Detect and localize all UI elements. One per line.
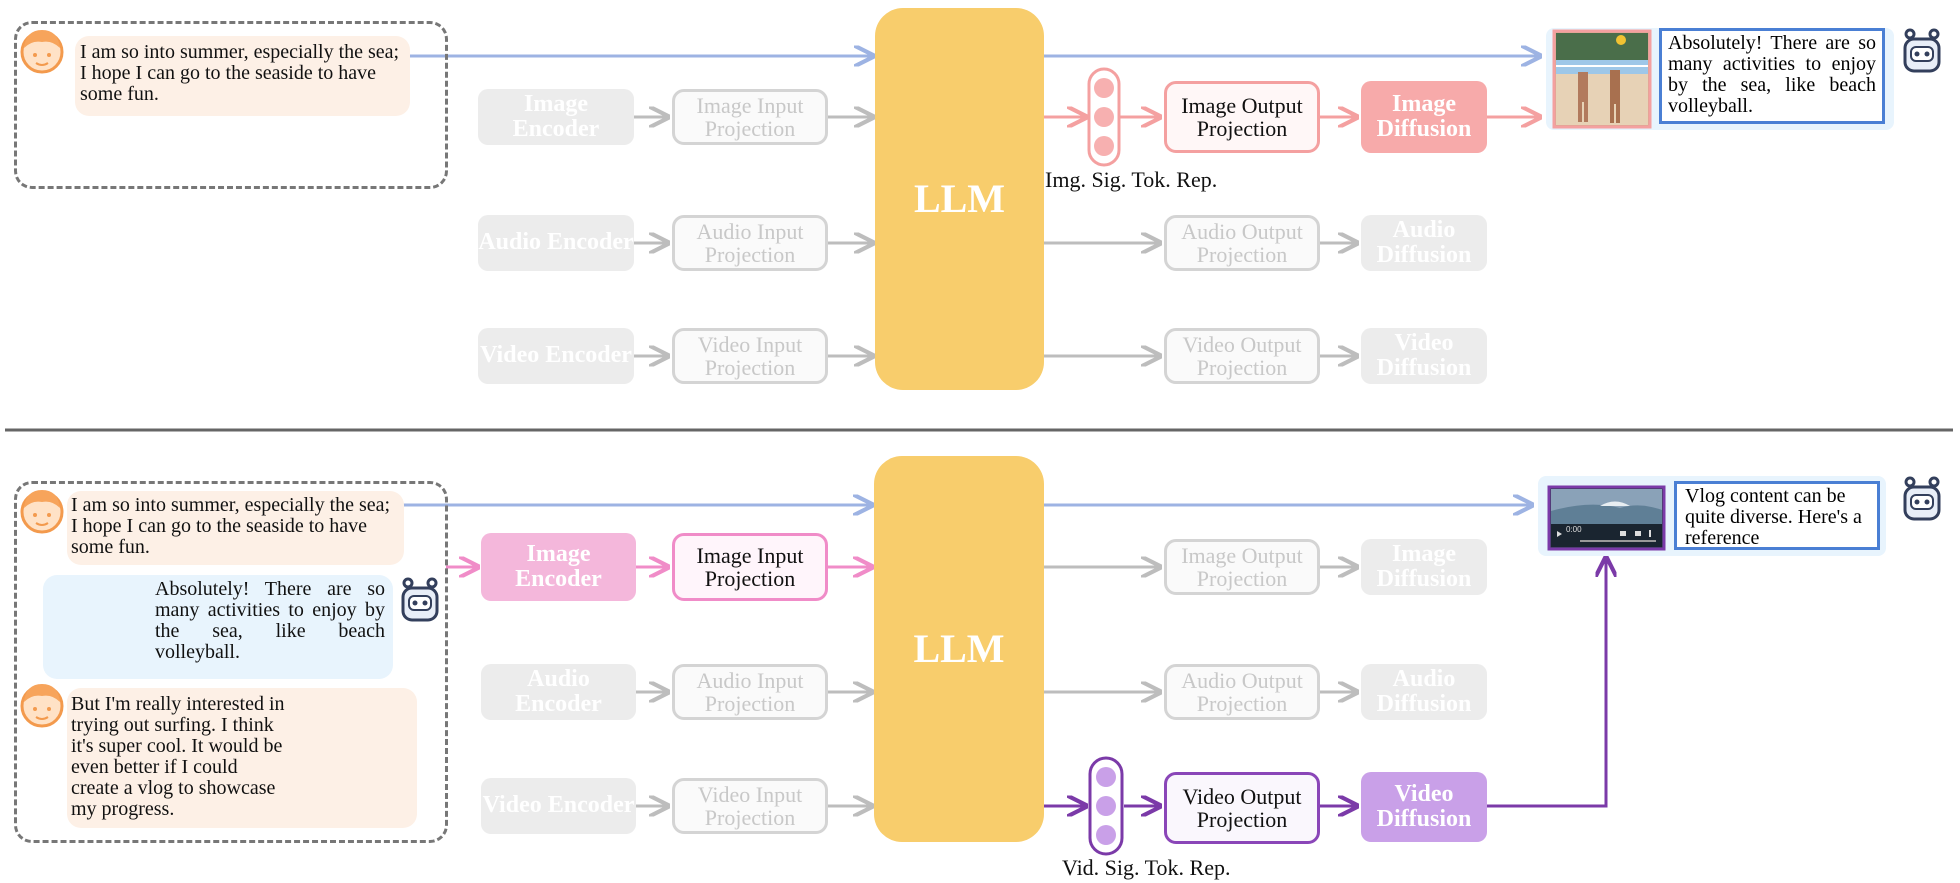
top-user-message-text: I am so into summer, especially the sea;… [80,41,400,105]
top-video-output-projection: Video Output Projection [1164,328,1320,384]
top-image-encoder-label: Image Encoder [512,90,600,142]
top-token-caption: Img. Sig. Tok. Rep. [1045,167,1218,192]
top-audio-output-projection-label: Audio Output Projection [1181,218,1303,267]
human-avatar-icon [20,490,64,534]
top-video-encoder: Video Encoder [478,328,634,384]
top-image-diffusion-label: Image Diffusion [1376,90,1472,142]
bottom-image-encoder: Image Encoder [481,533,636,601]
bottom-image-input-projection: Image Input Projection [672,533,828,601]
top-audio-encoder: Audio Encoder [478,215,634,271]
top-audio-encoder-label: Audio Encoder [478,229,634,256]
bottom-image-diffusion: Image Diffusion [1361,539,1487,595]
bottom-llm-label: LLM [913,626,1005,671]
top-audio-input-projection-label: Audio Input Projection [696,218,804,267]
top-video-encoder-label: Video Encoder [480,342,632,369]
bottom-video-output-projection-label: Video Output Projection [1182,783,1302,832]
bottom-video-encoder: Video Encoder [481,778,636,834]
top-image-input-projection: Image Input Projection [672,89,828,145]
top-image-encoder: Image Encoder [478,89,634,145]
video-time-label: 0:00 [1566,525,1582,534]
top-image-output-projection-label: Image Output Projection [1181,92,1303,141]
bottom-bot-message: Absolutely! There are so many activities… [43,575,393,679]
top-llm-label: LLM [913,176,1006,221]
top-image-output-projection: Image Output Projection [1164,81,1320,153]
robot-avatar-icon [1903,476,1941,521]
top-llm-block: LLM [875,8,1044,390]
top-audio-diffusion: Audio Diffusion [1361,215,1487,271]
top-video-input-projection-label: Video Input Projection [697,331,803,380]
bottom-user-message-1-text: I am so into summer, especially the sea;… [71,494,391,558]
bottom-signal-token-capsule [1088,756,1124,856]
top-user-message: I am so into summer, especially the sea;… [75,36,410,116]
top-audio-input-projection: Audio Input Projection [672,215,828,271]
top-bot-response: Absolutely! There are so many activities… [1659,28,1885,124]
bottom-video-input-projection-label: Video Input Projection [697,781,803,830]
bottom-image-input-projection-label: Image Input Projection [696,542,804,591]
bottom-audio-input-projection: Audio Input Projection [672,664,828,720]
bottom-video-encoder-label: Video Encoder [482,792,635,819]
bottom-user-message-2: But I'm really interested in trying out … [67,688,417,828]
bottom-audio-input-projection-label: Audio Input Projection [696,667,804,716]
top-video-input-projection: Video Input Projection [672,328,828,384]
human-avatar-icon [20,684,64,728]
bottom-bot-response-text: Vlog content can be quite diverse. Here'… [1685,485,1862,549]
bottom-image-output-projection-label: Image Output Projection [1181,542,1303,591]
bottom-video-diffusion: Video Diffusion [1361,772,1487,842]
top-audio-output-projection: Audio Output Projection [1164,215,1320,271]
bottom-video-output-projection: Video Output Projection [1164,772,1320,844]
robot-avatar-icon [401,577,439,622]
bottom-llm-block: LLM [874,456,1044,842]
vlog-video-player[interactable] [1547,485,1666,551]
bottom-audio-diffusion: Audio Diffusion [1361,664,1487,720]
top-bot-response-text: Absolutely! There are so many activities… [1668,32,1876,117]
volleyball-photo-top [1552,29,1652,129]
top-image-diffusion: Image Diffusion [1361,81,1487,153]
top-video-diffusion-label: Video Diffusion [1376,329,1472,381]
bottom-audio-encoder-label: Audio Encoder [515,665,602,717]
bottom-video-input-projection: Video Input Projection [672,778,828,834]
bottom-dialogue-frame [14,481,448,843]
bottom-audio-diffusion-label: Audio Diffusion [1376,665,1472,717]
bottom-image-output-projection: Image Output Projection [1164,539,1320,595]
bottom-audio-output-projection: Audio Output Projection [1164,664,1320,720]
top-dialogue-frame [14,21,448,189]
top-audio-diffusion-label: Audio Diffusion [1376,216,1472,268]
bottom-user-message-1: I am so into summer, especially the sea;… [67,491,404,565]
bottom-token-caption: Vid. Sig. Tok. Rep. [1062,855,1231,880]
bottom-image-diffusion-label: Image Diffusion [1376,540,1472,592]
human-avatar-icon [20,30,64,74]
bottom-audio-encoder: Audio Encoder [481,664,636,720]
top-image-input-projection-label: Image Input Projection [696,92,804,141]
bottom-audio-output-projection-label: Audio Output Projection [1181,667,1303,716]
bottom-user-message-2-text: But I'm really interested in trying out … [71,693,285,820]
bottom-bot-response: Vlog content can be quite diverse. Here'… [1674,481,1880,550]
top-video-diffusion: Video Diffusion [1361,328,1487,384]
bottom-video-diffusion-label: Video Diffusion [1376,780,1472,832]
bottom-diffusion-to-output-arrow [1487,558,1606,808]
top-video-output-projection-label: Video Output Projection [1182,331,1302,380]
bottom-image-encoder-label: Image Encoder [515,540,602,592]
robot-avatar-icon [1903,28,1941,73]
bottom-bot-message-text: Absolutely! There are so many activities… [155,578,385,663]
top-signal-token-capsule [1087,67,1121,167]
